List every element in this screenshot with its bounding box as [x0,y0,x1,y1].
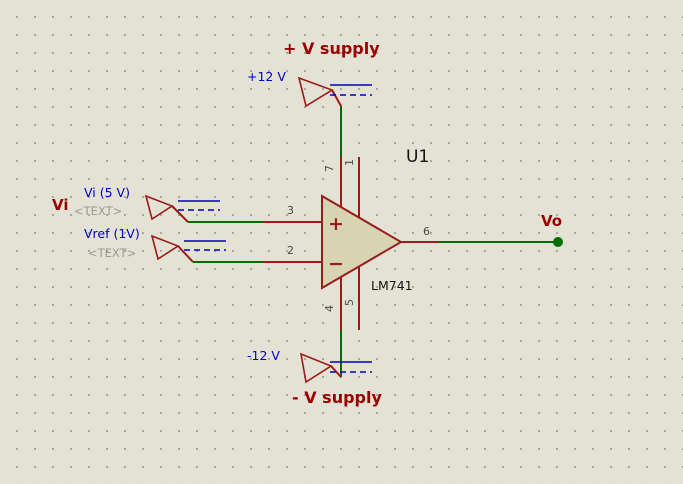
pin-number-7: 7 [323,165,336,172]
pin-number-6: 6 [423,225,430,238]
vref-source-label[interactable]: Vref (1V) [84,226,140,241]
vcc-source-label[interactable]: +12 V [247,69,286,84]
dc-source-vcc[interactable] [297,76,372,108]
pin-number-4: 4 [323,305,336,312]
dc-source-vi[interactable] [144,194,220,223]
opamp-minus-input-sign: − [328,253,344,275]
vref-source-placeholder[interactable]: <TEXT> [88,246,136,260]
pin-number-2: 2 [287,244,294,257]
annotation-top-supply[interactable]: + V supply [283,39,380,58]
pin-number-1: 1 [343,159,356,166]
vee-source-label[interactable]: -12 V [247,348,280,363]
output-junction-dot[interactable] [553,237,563,247]
opamp-plus-input-sign: + [328,213,344,235]
annotation-bottom-supply[interactable]: - V supply [292,388,382,407]
dc-source-vee[interactable] [299,352,372,384]
vi-source-placeholder[interactable]: <TEXT> [74,204,122,218]
component-value-lm741[interactable]: LM741 [371,278,413,293]
vi-source-label[interactable]: Vi (5 V) [84,185,130,200]
pin-number-3: 3 [287,204,294,217]
component-ref-u1[interactable]: U1 [406,147,429,167]
opamp-u1-body[interactable] [321,194,403,290]
annotation-vi[interactable]: Vi [52,196,69,214]
annotation-vo[interactable]: Vo [541,212,562,230]
pin-number-5: 5 [343,299,356,306]
dc-source-vref[interactable] [150,234,226,263]
